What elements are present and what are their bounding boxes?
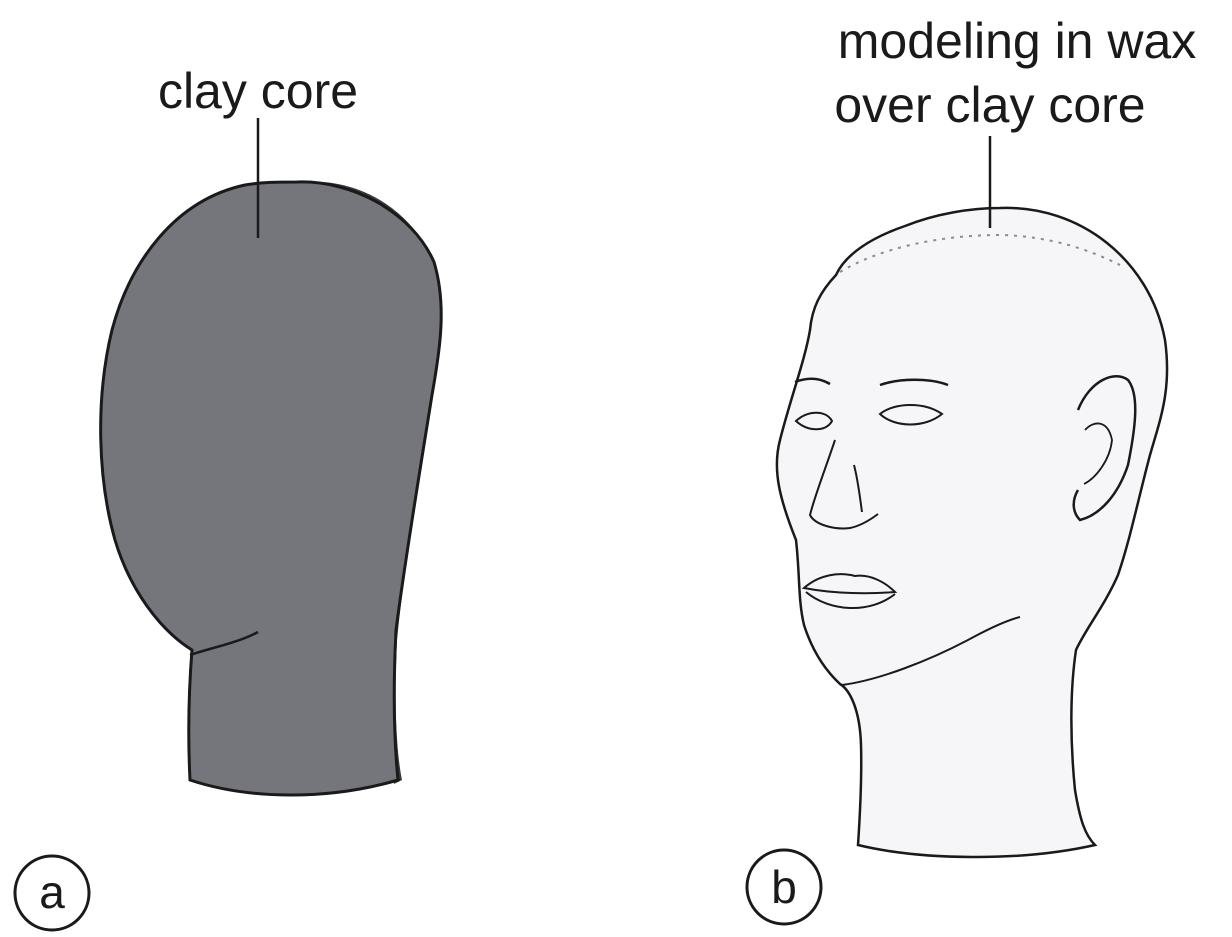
- panel-a-letter: a: [39, 866, 65, 918]
- panel-a: clay core a: [15, 63, 441, 930]
- panel-b: modeling in wax over clay core b: [747, 13, 1210, 924]
- wax-label-line-2: over clay core: [834, 77, 1145, 133]
- wax-label-line-1: modeling in wax: [838, 13, 1197, 69]
- wax-label: modeling in wax over clay core: [834, 13, 1210, 133]
- wax-head: [777, 208, 1167, 857]
- panel-b-letter: b: [771, 861, 797, 913]
- clay-core-label: clay core: [158, 63, 358, 119]
- clay-core-head: [101, 182, 442, 795]
